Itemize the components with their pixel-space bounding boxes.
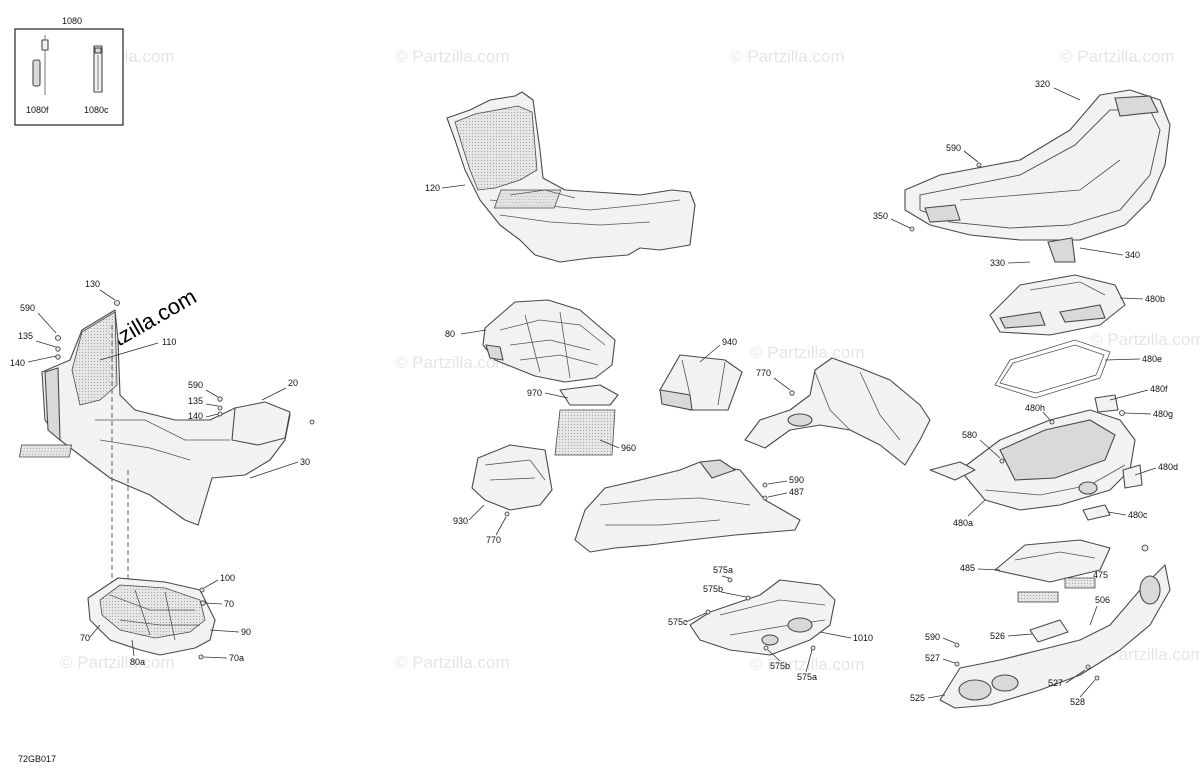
callout-label: 480c bbox=[1128, 510, 1148, 520]
callout-label: 340 bbox=[1125, 250, 1140, 260]
callout-label: 120 bbox=[425, 183, 440, 193]
part-480-storage-box: 480f 480h 480g 580 480d 480a 480c bbox=[929, 384, 1178, 528]
callout-label: 70 bbox=[224, 599, 234, 609]
callout-label: 580 bbox=[962, 430, 977, 440]
callout-label: 90 bbox=[241, 627, 251, 637]
callout-label: 130 bbox=[85, 279, 100, 289]
callout-label: 575a bbox=[713, 565, 733, 575]
diagram-reference-code: 72GB017 bbox=[18, 754, 56, 764]
part-485-475-mats: 485 475 bbox=[960, 539, 1111, 603]
part-1010-skid: 575a 575b 575c 1010 575b 575a bbox=[668, 565, 873, 682]
callout-label: 527 bbox=[925, 653, 940, 663]
callout-label: 525 bbox=[910, 693, 925, 703]
part-120-rear-body: 120 bbox=[425, 91, 696, 263]
callout-label: 135 bbox=[18, 331, 33, 341]
callout-label: 590 bbox=[188, 380, 203, 390]
callout-label: 140 bbox=[188, 411, 203, 421]
part-940-box: 940 bbox=[659, 337, 743, 411]
callout-label: 480d bbox=[1158, 462, 1178, 472]
part-320-rack: 320 590 350 330 340 bbox=[873, 79, 1171, 268]
callout-label: 575b bbox=[770, 661, 790, 671]
part-rear-bumper: 506 526 590 527 527 525 528 bbox=[910, 544, 1171, 709]
callout-label: 480a bbox=[953, 518, 973, 528]
part-front-fender bbox=[574, 459, 801, 553]
callout-label: 350 bbox=[873, 211, 888, 221]
callout-label: 1080f bbox=[26, 105, 49, 115]
callout-label: 320 bbox=[1035, 79, 1050, 89]
callout-label: 70 bbox=[80, 633, 90, 643]
callout-label: 330 bbox=[990, 258, 1005, 268]
watermark: © Partzilla.com bbox=[730, 47, 845, 66]
callout-label: 970 bbox=[527, 388, 542, 398]
callout-label: 485 bbox=[960, 563, 975, 573]
watermark: © Partzilla.com bbox=[395, 47, 510, 66]
callout-label: 140 bbox=[10, 358, 25, 368]
callout-label: 527 bbox=[1048, 678, 1063, 688]
watermark: © Partzilla.com bbox=[60, 653, 175, 672]
watermark: © Partzilla.com bbox=[1060, 47, 1175, 66]
callout-label: 480g bbox=[1153, 409, 1173, 419]
part-970-960-panels: 970 960 bbox=[527, 384, 636, 456]
part-upper-body: 770 590 487 bbox=[744, 357, 931, 501]
callout-label: 528 bbox=[1070, 697, 1085, 707]
callout-label: 70a bbox=[229, 653, 244, 663]
callout-label: 1010 bbox=[853, 633, 873, 643]
callout-label: 590 bbox=[20, 303, 35, 313]
callout-label: 110 bbox=[162, 337, 176, 347]
callout-label: 480e bbox=[1142, 354, 1162, 364]
callout-label: 80a bbox=[130, 657, 145, 667]
callout-label: 1080c bbox=[84, 105, 109, 115]
watermark: © Partzilla.com bbox=[395, 353, 510, 372]
callout-label: 480f bbox=[1150, 384, 1168, 394]
callout-label: 135 bbox=[188, 396, 203, 406]
callout-label: 480b bbox=[1145, 294, 1165, 304]
callout-label: 770 bbox=[486, 535, 501, 545]
callout-label: 480h bbox=[1025, 403, 1045, 413]
callout-label: 940 bbox=[722, 337, 737, 347]
callout-label: 590 bbox=[789, 475, 804, 485]
callout-label: 487 bbox=[789, 487, 804, 497]
callout-label: 1080 bbox=[62, 16, 82, 26]
part-110-front-body: 130 590 135 140 110 590 135 140 20 30 bbox=[10, 279, 315, 526]
part-930-side-panel: 930 770 bbox=[453, 444, 553, 545]
callout-label: 575c bbox=[668, 617, 688, 627]
callout-label: 770 bbox=[756, 368, 771, 378]
watermark: © Partzilla.com bbox=[1090, 330, 1200, 349]
watermark: © Partzilla.com bbox=[395, 653, 510, 672]
callout-label: 960 bbox=[621, 443, 636, 453]
watermark: © Partzilla.com bbox=[750, 343, 865, 362]
callout-label: 80 bbox=[445, 329, 455, 339]
callout-label: 506 bbox=[1095, 595, 1110, 605]
callout-label: 30 bbox=[300, 457, 310, 467]
part-70-footrest: 100 70 70 90 70a 80a bbox=[80, 573, 251, 667]
callout-label: 20 bbox=[288, 378, 298, 388]
callout-label: 575a bbox=[797, 672, 817, 682]
callout-label: 930 bbox=[453, 516, 468, 526]
callout-label: 526 bbox=[990, 631, 1005, 641]
callout-label: 575b bbox=[703, 584, 723, 594]
callout-label: 100 bbox=[220, 573, 235, 583]
part-80-support: 80 bbox=[445, 299, 616, 383]
callout-label: 475 bbox=[1093, 570, 1108, 580]
part-480b-lid: 480b bbox=[989, 274, 1165, 336]
callout-label: 590 bbox=[925, 632, 940, 642]
part-480e-gasket: 480e bbox=[994, 339, 1162, 399]
inset-1080: 1080 1080f 1080c bbox=[14, 16, 124, 126]
callout-label: 590 bbox=[946, 143, 961, 153]
